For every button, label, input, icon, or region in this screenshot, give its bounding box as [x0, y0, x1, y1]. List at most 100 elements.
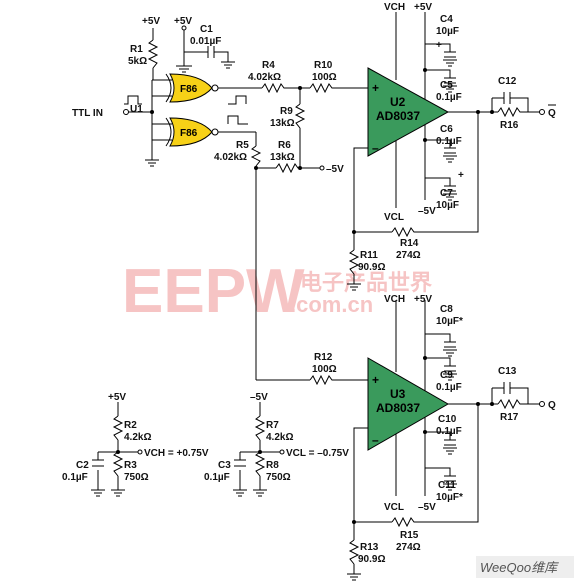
svg-text:10µF: 10µF: [436, 200, 459, 211]
svg-text:R17: R17: [500, 412, 519, 423]
watermark-eepw: EEPW: [122, 257, 305, 326]
supply-labels: +5V +5V VCH +5V VCL –5V –5V VCH +5V VCL …: [108, 2, 436, 513]
resistor-r3: R3 750Ω: [112, 451, 149, 483]
svg-text:100Ω: 100Ω: [312, 364, 337, 375]
capacitor-c6: C6 0.1µF: [436, 124, 462, 154]
svg-text:4.2kΩ: 4.2kΩ: [266, 432, 293, 443]
svg-text:0.1µF: 0.1µF: [436, 382, 462, 393]
svg-text:VCH: VCH: [384, 2, 405, 13]
resistor-r11: R11 90.9Ω: [348, 249, 385, 275]
resistor-r15: R15 274Ω: [391, 516, 421, 553]
capacitor-c5: C5 0.1µF: [436, 77, 462, 103]
opamp-u3: + – U3 AD8037: [367, 357, 450, 451]
svg-text:C10: C10: [438, 414, 457, 425]
svg-text:+: +: [458, 170, 464, 181]
svg-text:13kΩ: 13kΩ: [270, 152, 295, 163]
ttl-in-terminal: [123, 109, 129, 115]
capacitor-c2: C2 0.1µF: [62, 459, 104, 483]
svg-text:4.2kΩ: 4.2kΩ: [124, 432, 151, 443]
weeqoo-watermark: WeeQoo维库: [476, 556, 574, 578]
svg-text:10µF*: 10µF*: [436, 316, 463, 327]
svg-text:13kΩ: 13kΩ: [270, 118, 295, 129]
svg-text:+5V: +5V: [108, 392, 126, 403]
svg-text:C9: C9: [440, 370, 453, 381]
svg-text:R6: R6: [278, 140, 291, 151]
junction-dots: [116, 68, 494, 524]
svg-text:0.1µF: 0.1µF: [436, 426, 462, 437]
svg-text:+5V: +5V: [174, 16, 192, 27]
svg-text:R16: R16: [500, 120, 519, 131]
svg-text:R10: R10: [314, 60, 333, 71]
capacitor-c13: C13: [498, 366, 517, 394]
svg-text:VCL: VCL: [384, 502, 404, 513]
svg-text:0.1µF: 0.1µF: [436, 136, 462, 147]
svg-text:274Ω: 274Ω: [396, 250, 421, 261]
resistor-r9: R9 13kΩ: [270, 103, 306, 129]
capacitor-c12: C12: [498, 76, 517, 104]
resistor-r10: R10 100Ω: [309, 60, 337, 94]
gate-a-label: F86: [180, 84, 198, 95]
resistor-r2: R2 4.2kΩ: [112, 415, 151, 443]
svg-text:R8: R8: [266, 460, 279, 471]
resistor-r5: R5 4.02kΩ: [214, 140, 262, 167]
svg-text:–5V: –5V: [418, 206, 436, 217]
output-q: Q: [548, 400, 556, 411]
capacitor-c10: C10 0.1µF: [436, 414, 462, 446]
u3-minus-sign: –: [372, 433, 379, 447]
u2-minus-sign: –: [372, 141, 379, 155]
capacitor-c8: C8 10µF*: [436, 304, 463, 348]
svg-text:274Ω: 274Ω: [396, 542, 421, 553]
xor-gate-upper: F86: [165, 73, 219, 103]
u3-ref: U3: [390, 387, 406, 401]
svg-text:90.9Ω: 90.9Ω: [358, 554, 385, 565]
resistor-r13: R13 90.9Ω: [348, 539, 385, 565]
output-pulse-lower-icon: [227, 115, 248, 125]
svg-text:C11: C11: [438, 480, 456, 491]
opamp-u2: + – U2 AD8037: [367, 67, 450, 157]
gate-b-label: F86: [180, 128, 198, 139]
svg-text:+: +: [436, 40, 442, 51]
svg-text:C3: C3: [218, 460, 231, 471]
u2-ref: U2: [390, 95, 406, 109]
svg-text:C8: C8: [440, 304, 453, 315]
svg-text:R5: R5: [236, 140, 249, 151]
svg-text:R14: R14: [400, 238, 419, 249]
svg-text:VCL = –0.75V: VCL = –0.75V: [286, 448, 349, 459]
watermark-eepw-cn: 电子产品世界: [300, 270, 432, 295]
ttl-input: TTL IN: [72, 95, 142, 119]
resistor-r14: R14 274Ω: [391, 226, 421, 261]
svg-text:10µF*: 10µF*: [436, 492, 463, 503]
resistor-r16: R16: [497, 106, 522, 131]
capacitor-c3: C3 0.1µF: [204, 459, 246, 483]
svg-text:VCL: VCL: [384, 212, 404, 223]
ground-symbols: [91, 59, 457, 581]
svg-text:VCH = +0.75V: VCH = +0.75V: [144, 448, 209, 459]
svg-text:R12: R12: [314, 352, 333, 363]
svg-text:C6: C6: [440, 124, 453, 135]
svg-text:0.1µF: 0.1µF: [204, 472, 230, 483]
capacitor-c7: C7 10µF +: [436, 170, 464, 211]
svg-text:750Ω: 750Ω: [266, 472, 291, 483]
capacitor-c1: C1 0.01µF: [190, 24, 221, 58]
resistor-r12: R12 100Ω: [309, 352, 337, 386]
u1-label: U1: [130, 104, 143, 115]
svg-text:R7: R7: [266, 420, 279, 431]
watermark-weeqoo: WeeQoo维库: [480, 560, 559, 575]
svg-text:750Ω: 750Ω: [124, 472, 149, 483]
resistor-r7: R7 4.2kΩ: [254, 415, 293, 443]
u3-plus-sign: +: [372, 373, 379, 387]
svg-text:R2: R2: [124, 420, 137, 431]
ttl-in-label: TTL IN: [72, 108, 103, 119]
resistor-r17: R17: [497, 398, 522, 423]
resistor-r8: R8 750Ω: [254, 451, 291, 483]
svg-text:0.01µF: 0.01µF: [190, 36, 221, 47]
resistor-r4: R4 4.02kΩ: [248, 60, 286, 94]
svg-text:10µF: 10µF: [436, 26, 459, 37]
outputs: Q Q: [539, 104, 556, 411]
svg-text:R13: R13: [360, 542, 379, 553]
input-pulse-icon: [124, 95, 142, 105]
watermark-eepw-url: .com.cn: [290, 292, 373, 317]
svg-text:R1: R1: [130, 44, 143, 55]
